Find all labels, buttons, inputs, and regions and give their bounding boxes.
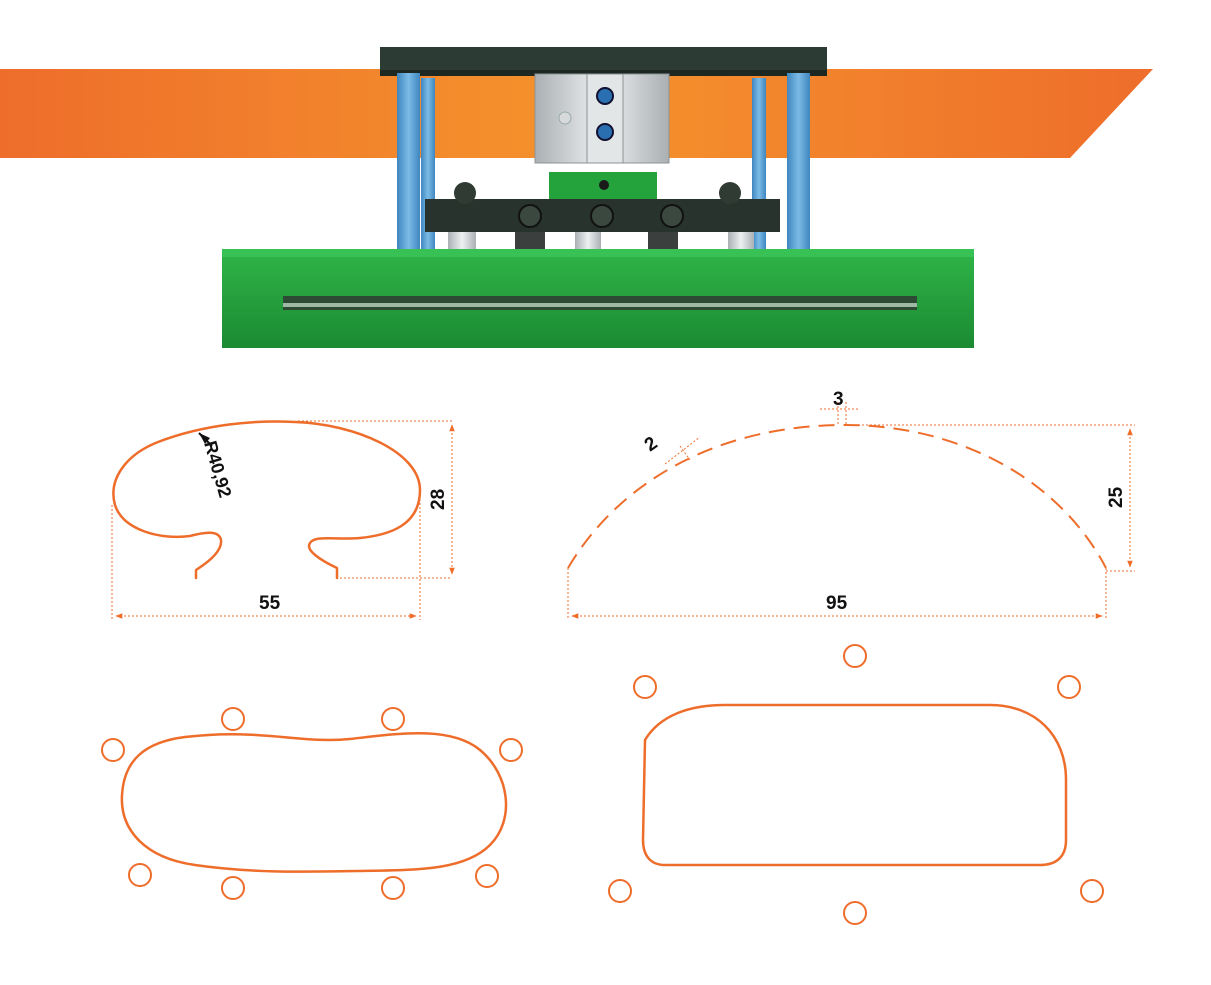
width-label: 55	[259, 593, 281, 614]
radius-label: R40,92	[200, 439, 235, 500]
pin-hole	[221, 876, 245, 900]
pin-hole	[1057, 675, 1081, 699]
pin-hole	[843, 644, 867, 668]
die-right-outline	[641, 703, 1068, 867]
pin-hole	[475, 864, 499, 888]
machine-column-left-outer	[397, 73, 420, 258]
thickness-label: 2	[641, 433, 662, 456]
pin-hole	[608, 879, 632, 903]
pin-hole	[1080, 879, 1104, 903]
profile-right-drawing: 3 2 25 95	[567, 389, 1135, 620]
profile-right-arc	[567, 423, 1107, 569]
machine-top-plate	[380, 47, 827, 73]
pin-hole	[128, 863, 152, 887]
pin-hole	[221, 707, 245, 731]
gap-label: 3	[833, 389, 844, 410]
die-left-outline	[120, 732, 508, 873]
press-die-machine-icon	[222, 47, 974, 348]
right-height-label: 25	[1106, 486, 1127, 508]
pin-hole	[381, 876, 405, 900]
right-width-label: 95	[826, 593, 848, 614]
pin-hole	[633, 675, 657, 699]
pin-hole	[381, 707, 405, 731]
machine-column-right-outer	[787, 73, 810, 258]
pin-hole	[499, 738, 523, 762]
profile-left-outline	[112, 420, 422, 580]
pin-hole	[843, 901, 867, 925]
height-label: 28	[428, 489, 449, 510]
profile-left-drawing: R40,92 28 55	[111, 420, 455, 620]
die-layout-right	[608, 644, 1104, 925]
pin-hole	[101, 738, 125, 762]
die-layout-left	[101, 707, 523, 900]
